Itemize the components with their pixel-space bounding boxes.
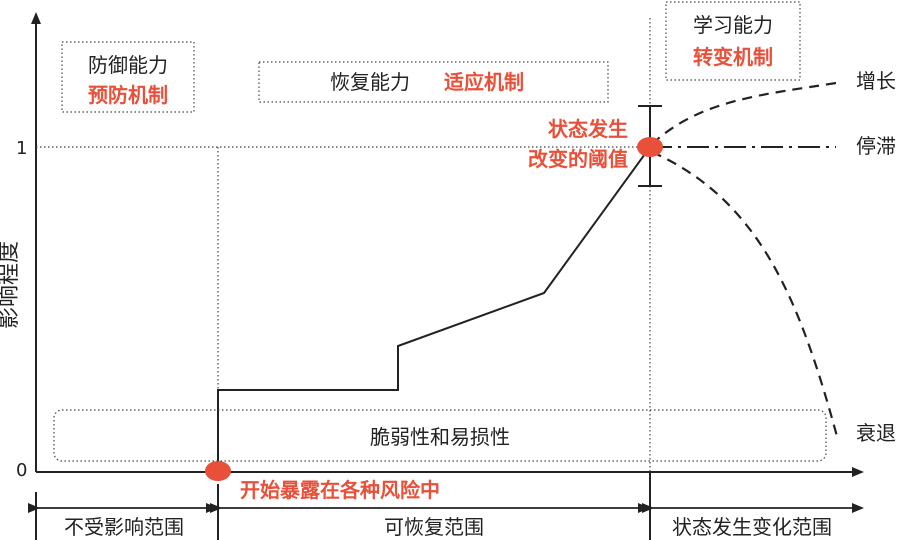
y-axis-label: 影响程度 [0,241,22,329]
exposure-start-point [205,461,231,481]
recovery-mechanism: 适应机制 [444,70,524,94]
defense-box [61,41,195,113]
impact-curve [217,146,651,472]
growth-label: 增长 [856,69,896,93]
range-label-state-change: 状态发生变化范围 [672,515,832,539]
defense-mechanism: 预防机制 [88,83,168,107]
vulnerability-label: 脆弱性和易损性 [370,425,510,449]
stagnation-label: 停滞 [856,134,896,158]
threshold-point [637,137,663,157]
threshold-label-line1: 状态发生 [548,117,628,141]
defense-title: 防御能力 [88,53,168,77]
learning-title: 学习能力 [693,13,773,37]
range-label-unaffected: 不受影响范围 [64,515,184,539]
tick-label-zero: 0 [16,460,27,481]
growth-curve [651,81,837,145]
threshold-label-line2: 改变的阈值 [528,147,628,171]
range-label-recoverable: 可恢复范围 [384,515,484,539]
learning-box [665,1,801,81]
tick-label-one: 1 [16,138,27,159]
recovery-title: 恢复能力 [330,70,410,94]
decline-label: 衰退 [856,421,896,445]
recovery-box [258,61,609,103]
exposure-start-label: 开始暴露在各种风险中 [240,478,440,502]
learning-mechanism: 转变机制 [693,45,773,69]
decline-curve [651,150,840,441]
